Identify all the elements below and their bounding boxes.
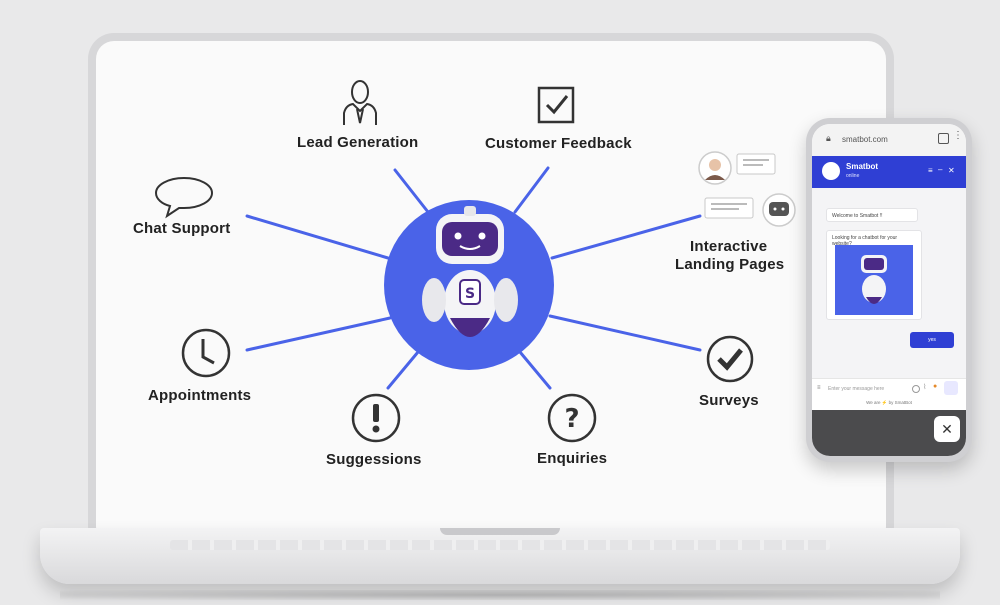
robot-mascot-icon: S: [416, 206, 524, 356]
speech-bubble-icon: [152, 175, 216, 219]
ray-enquiries: [520, 352, 550, 388]
browser-url-bar[interactable]: 🔒︎ smatbot.com ⋮: [812, 124, 966, 156]
label-lead-generation: Lead Generation: [297, 134, 418, 151]
ray-suggessions: [388, 352, 418, 388]
question-circle-icon: ?: [546, 392, 598, 444]
url-text: smatbot.com: [842, 135, 888, 144]
ray-surveys: [550, 316, 700, 350]
svg-text:?: ?: [564, 404, 579, 434]
lock-icon: 🔒︎: [826, 133, 831, 144]
phone-screen: 🔒︎ smatbot.com ⋮ Smatbot online ≡ – ✕ We…: [812, 124, 966, 456]
emoji-icon[interactable]: [912, 385, 920, 393]
label-suggessions: Suggessions: [326, 451, 422, 468]
label-appointments: Appointments: [148, 387, 251, 404]
clock-icon: [180, 327, 232, 379]
welcome-bubble: Welcome to Smatbot !!: [826, 208, 918, 222]
powered-by-credit: We are ⚡ by SmatBot: [812, 400, 966, 406]
person-tie-icon: [341, 79, 379, 127]
reply-yes-button[interactable]: yes: [910, 332, 954, 348]
label-interactive: Interactive: [690, 238, 767, 255]
exclamation-circle-icon: [350, 392, 402, 444]
question-bubble: Looking for a chatbot for your website?: [826, 230, 922, 320]
bot-promo-image: [835, 245, 913, 315]
mic-icon[interactable]: ●: [933, 383, 937, 390]
chat-bot-name: Smatbot: [846, 162, 878, 171]
label-enquiries: Enquiries: [537, 450, 607, 467]
attach-icon[interactable]: ⌇: [923, 383, 926, 391]
menu-icon[interactable]: ≡: [928, 166, 933, 175]
label-landing-pages: Landing Pages: [675, 256, 784, 273]
send-icon[interactable]: [944, 381, 958, 395]
label-customer-feedback: Customer Feedback: [485, 135, 632, 152]
ray-landing-pages: [552, 216, 700, 258]
chat-bot-status: online: [846, 173, 859, 179]
tabs-icon[interactable]: [938, 133, 949, 144]
more-menu-icon[interactable]: ⋮: [953, 130, 963, 141]
bot-badge-letter: S: [465, 286, 475, 302]
checkbox-icon: [537, 86, 577, 126]
ray-chat-support: [247, 216, 388, 258]
bot-avatar: [822, 162, 840, 180]
ray-appointments: [247, 318, 390, 350]
label-surveys: Surveys: [699, 392, 759, 409]
message-input-bar[interactable]: ≡ Enter your message here ⌇ ●: [812, 378, 966, 399]
widget-close-button[interactable]: ✕: [934, 416, 960, 442]
chat-header: Smatbot online ≡ – ✕: [812, 156, 966, 188]
chat-avatars-icon: [697, 150, 797, 236]
menu-lines-icon[interactable]: ≡: [817, 385, 821, 391]
label-chat-support: Chat Support: [133, 220, 230, 237]
minimize-icon[interactable]: –: [938, 165, 942, 174]
message-input[interactable]: Enter your message here: [828, 386, 884, 392]
chat-close-icon[interactable]: ✕: [948, 166, 955, 175]
check-circle-icon: [705, 334, 755, 384]
